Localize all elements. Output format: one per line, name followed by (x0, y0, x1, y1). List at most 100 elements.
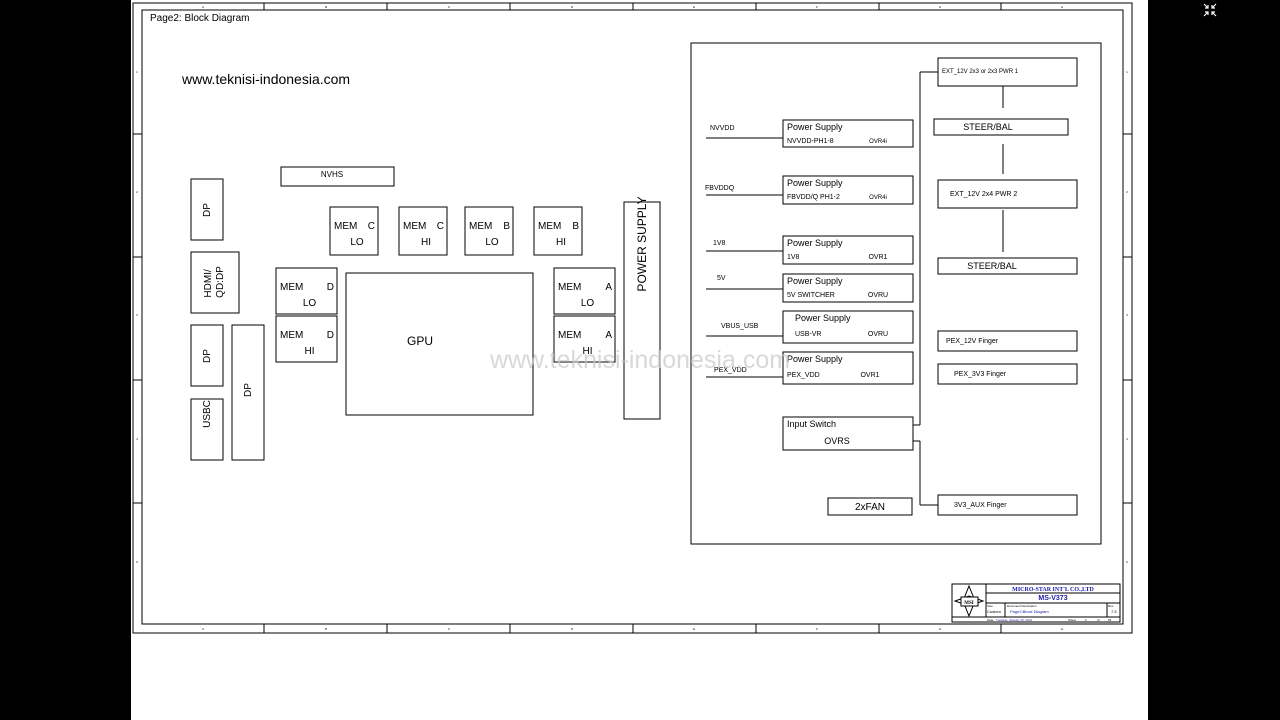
steer-bal-1-box (933, 118, 1069, 136)
input-switch-sub: OVRS (824, 436, 850, 446)
input-switch-title: Input Switch (787, 419, 836, 429)
zone-number-right: 2 (1126, 190, 1128, 194)
nvhs-label: NVHS (321, 170, 343, 179)
power-rail-sub: USB-VR (795, 331, 821, 338)
connector-dp-2-box (190, 324, 224, 387)
mem-label: MEM (334, 221, 357, 232)
zone-number-right: 4 (1126, 437, 1128, 441)
mem-label: MEM (558, 282, 581, 293)
watermark: www.teknisi-indonesia.com (489, 346, 790, 374)
power-rail-controller: OVRU (868, 292, 888, 299)
zone-letter-top: H (1061, 5, 1063, 9)
mem-label: MEM (558, 330, 581, 341)
power-rail-box (782, 310, 914, 344)
pex-12v-label: PEX_12V Finger (946, 338, 999, 345)
zone-letter-bottom: B (325, 627, 327, 631)
size-value: Custom (987, 609, 1001, 614)
power-rail-title: Power Supply (787, 178, 843, 188)
power-rail-box (782, 175, 914, 205)
doc-value: Page2:Block Diagram (1010, 609, 1049, 614)
mem-block-box (533, 206, 583, 256)
mem-position: LO (581, 298, 595, 309)
size-label: Size (987, 604, 993, 608)
power-rail-net: FBVDDQ (705, 185, 735, 192)
mem-block-box (464, 206, 514, 256)
power-wiring (913, 71, 1004, 506)
zone-number-left: 1 (136, 70, 138, 74)
mem-label: MEM (538, 221, 561, 232)
connector-hdmi: HDMI/ QD:DP (203, 266, 226, 298)
zone-number-left: 3 (136, 313, 138, 317)
power-rail-sub: PEX_VDD (787, 372, 820, 379)
title-block: MSI MICRO-STAR INT'L CO.,LTD MS-V373 Siz… (951, 583, 1121, 623)
connector-usbc: USBC (202, 400, 213, 428)
power-rail-title: Power Supply (787, 122, 843, 132)
mem-channel: B (503, 221, 510, 232)
msi-logo-text: MSI (964, 601, 974, 606)
zone-letter-top: C (448, 5, 451, 9)
mem-position: HI (583, 346, 593, 357)
pex-12v-box (937, 330, 1078, 352)
page-title: Page2: Block Diagram (150, 13, 250, 24)
power-rail-title: Power Supply (795, 313, 851, 323)
pex-3v3-box (937, 363, 1078, 385)
zone-letter-top: A (202, 5, 204, 9)
msi-logo-icon (962, 584, 976, 618)
steer-bal-1-label: STEER/BAL (963, 122, 1013, 132)
zone-number-left: 5 (136, 560, 138, 564)
zone-letter-bottom: G (939, 627, 942, 631)
connector-dp-3: DP (243, 383, 254, 397)
power-rail-box (782, 119, 914, 148)
input-switch-box (782, 416, 914, 451)
aux-3v3-label: 3V3_AUX Finger (954, 502, 1007, 509)
zone-letter-top: E (693, 5, 695, 9)
power-rail-net: 5V (717, 275, 726, 282)
mem-channel: A (605, 282, 612, 293)
power-rail-controller: OVR1 (860, 372, 879, 379)
mem-label: MEM (280, 282, 303, 293)
zone-letter-bottom: D (571, 627, 574, 631)
power-rail-sub: NVVDD-PH1-8 (787, 138, 834, 145)
fan-box (827, 497, 913, 516)
zone-letter-top: G (939, 5, 942, 9)
mem-label: MEM (280, 330, 303, 341)
ext-12v-pwr2-label: EXT_12V 2x4 PWR 2 (950, 191, 1017, 198)
power-supply-label: POWER SUPPLY (635, 196, 649, 291)
website-label: www.teknisi-indonesia.com (181, 71, 350, 87)
mem-channel: A (605, 330, 612, 341)
fullscreen-exit-icon[interactable] (1203, 3, 1217, 17)
power-rail-net: PEX_VDD (714, 367, 747, 374)
ext-12v-pwr1-box (937, 57, 1078, 87)
mem-position: HI (556, 237, 566, 248)
connector-dp-1: DP (202, 203, 213, 217)
power-rail-controller: OVRU (868, 331, 888, 338)
zone-letter-bottom: C (448, 627, 451, 631)
rev-label: Rev (1108, 604, 1114, 608)
mem-label: MEM (403, 221, 426, 232)
doc-label: Document Description (1007, 604, 1037, 608)
mem-position: HI (421, 237, 431, 248)
mem-channel: C (437, 221, 444, 232)
connector-hdmi-line-2: QD:DP (215, 266, 226, 298)
gpu-box (345, 272, 534, 416)
pex-3v3-label: PEX_3V3 Finger (954, 371, 1007, 378)
power-rail-controller: OVR4i (869, 139, 887, 145)
date-label: Date: (987, 618, 994, 622)
connector-usbc-box (190, 398, 224, 461)
steer-bal-2-box (937, 257, 1078, 275)
mem-channel: C (368, 221, 375, 232)
power-rail-sub: 1V8 (787, 254, 800, 261)
ext-12v-pwr1-label: EXT_12V 2x3 or 2x3 PWR 1 (942, 69, 1019, 75)
connector-hdmi-box (190, 251, 240, 314)
power-rail-controller: OVR4i (869, 195, 887, 201)
power-rail-box (782, 351, 914, 385)
power-rail-title: Power Supply (787, 354, 843, 364)
mem-position: HI (305, 346, 315, 357)
zone-letter-bottom: F (816, 627, 818, 631)
zone-number-right: 5 (1126, 560, 1128, 564)
power-rail-net: VBUS_USB (721, 323, 759, 330)
